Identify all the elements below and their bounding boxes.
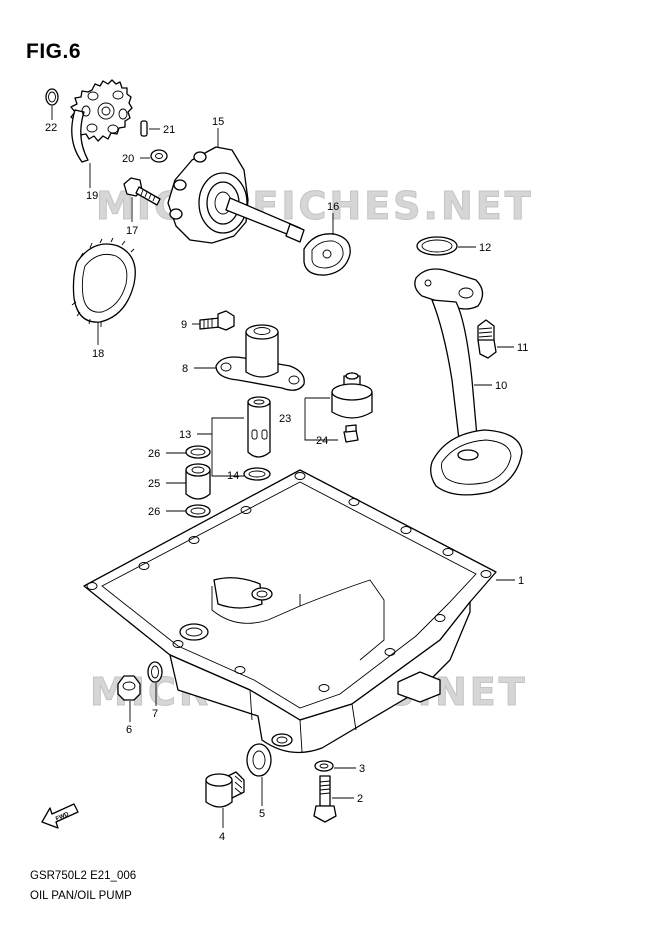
- part-26-o-ring-lower[interactable]: [185, 504, 211, 518]
- part-15-oil-pump[interactable]: [167, 146, 305, 244]
- callout-23: 23: [279, 413, 291, 425]
- part-19-pump-sprocket[interactable]: [70, 79, 133, 163]
- callout-21: 21: [163, 124, 175, 136]
- callout-7: 7: [152, 708, 158, 720]
- part-26-o-ring-upper[interactable]: [185, 445, 211, 459]
- part-7-gasket[interactable]: [147, 661, 163, 683]
- part-24-bolt[interactable]: [343, 424, 359, 443]
- part-13-relief-valve[interactable]: [247, 396, 271, 458]
- callout-3: 3: [359, 763, 365, 775]
- callout-1: 1: [518, 575, 524, 587]
- callout-17: 17: [126, 225, 138, 237]
- callout-8: 8: [182, 363, 188, 375]
- callout-18: 18: [92, 348, 104, 360]
- fwd-arrow-icon: FWD: [41, 803, 79, 829]
- callout-12: 12: [479, 242, 491, 254]
- callout-22: 22: [45, 122, 57, 134]
- callout-26-upper: 26: [148, 448, 160, 460]
- part-18-ring-gear[interactable]: [71, 237, 136, 327]
- part-10-oil-strainer[interactable]: [414, 268, 523, 496]
- part-4-drain-plug[interactable]: [205, 771, 245, 808]
- part-17-bolt[interactable]: [123, 177, 161, 206]
- part-21-pin[interactable]: [140, 120, 148, 137]
- figure-title: FIG.6: [26, 40, 82, 63]
- figure-caption: OIL PAN/OIL PUMP: [30, 890, 132, 902]
- callout-16: 16: [327, 201, 339, 213]
- part-23-oil-pressure-switch[interactable]: [331, 372, 373, 419]
- part-9-bolt[interactable]: [199, 310, 235, 331]
- part-2-bolt[interactable]: [313, 775, 337, 823]
- callout-2: 2: [357, 793, 363, 805]
- part-11-bolt[interactable]: [477, 319, 497, 359]
- callout-11: 11: [517, 342, 528, 354]
- watermark-top: MICROFICHES.NET: [96, 184, 534, 229]
- callout-4: 4: [219, 831, 225, 843]
- callout-25: 25: [148, 478, 160, 490]
- callout-14: 14: [227, 470, 239, 482]
- callout-9: 9: [181, 319, 187, 331]
- part-5-gasket[interactable]: [246, 743, 272, 777]
- part-8-relief-valve-housing[interactable]: [215, 324, 305, 391]
- part-14-o-ring[interactable]: [243, 467, 271, 481]
- part-25-collar[interactable]: [185, 463, 211, 500]
- callout-24: 24: [316, 435, 328, 447]
- callout-20: 20: [122, 153, 134, 165]
- callout-26-lower: 26: [148, 506, 160, 518]
- part-20-washer[interactable]: [150, 149, 168, 163]
- part-6-plug[interactable]: [117, 675, 141, 701]
- part-16-pump-gasket[interactable]: [303, 233, 351, 276]
- part-3-washer[interactable]: [314, 760, 334, 772]
- callout-10: 10: [495, 380, 507, 392]
- part-1-oil-pan[interactable]: [83, 469, 497, 754]
- callout-5: 5: [259, 808, 265, 820]
- model-code: GSR750L2 E21_006: [30, 870, 137, 882]
- part-12-o-ring[interactable]: [416, 236, 458, 256]
- fwd-label: FWD: [55, 811, 71, 822]
- callout-15: 15: [212, 116, 224, 128]
- part-22-o-ring[interactable]: [45, 88, 59, 106]
- callout-19: 19: [86, 190, 98, 202]
- callout-13: 13: [179, 429, 191, 441]
- callout-6: 6: [126, 724, 132, 736]
